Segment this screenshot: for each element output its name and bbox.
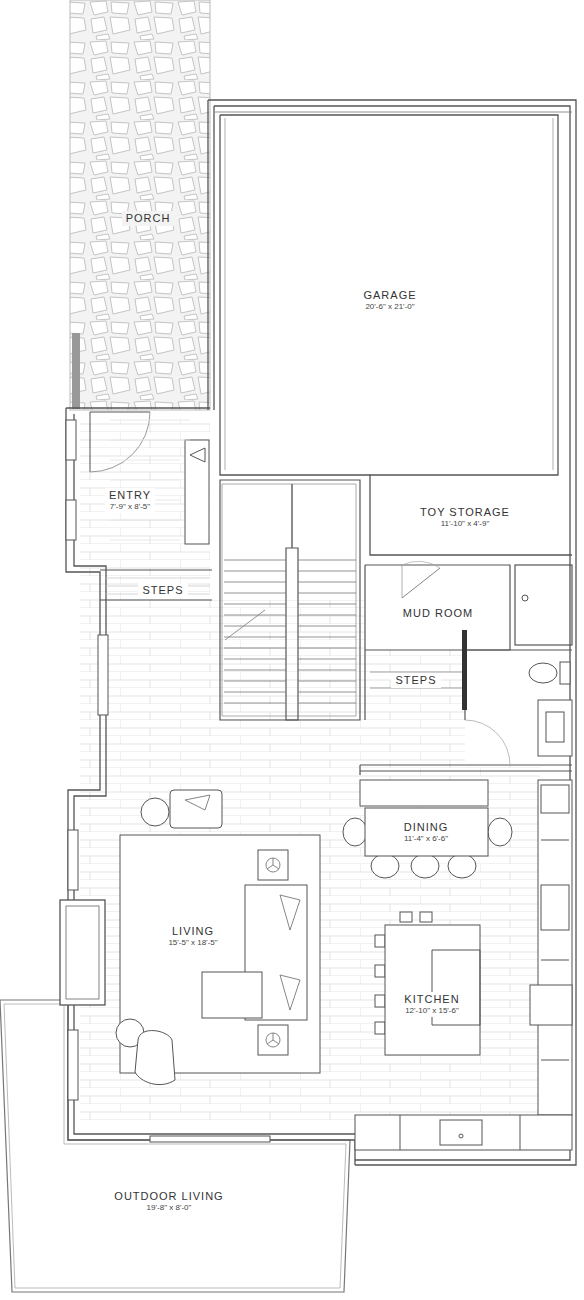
room-name: DINING: [404, 821, 449, 834]
stair-tread: [224, 571, 286, 572]
stair-tread: [298, 670, 356, 671]
stair-tread: [298, 560, 356, 561]
room-label: STEPS: [138, 583, 187, 598]
stair-tread: [224, 637, 286, 638]
room-dimensions: 12'-10" x 15'-6": [404, 1006, 459, 1016]
room-name: TOY STORAGE: [420, 506, 510, 519]
room-dimensions: 11'-10" x 4'-9": [420, 519, 510, 529]
room-label: LIVING15'-5" x 18'-5": [164, 924, 221, 949]
stair-tread: [298, 648, 356, 649]
stair-tread: [298, 582, 356, 583]
room-dimensions: 19'-8" x 8'-0": [114, 1203, 223, 1213]
stair-tread: [298, 659, 356, 660]
room-name: MUD ROOM: [403, 607, 473, 620]
room-name: STEPS: [395, 674, 436, 687]
stair-tread: [224, 681, 286, 682]
room-dimensions: 20'-6" x 21'-0": [363, 302, 416, 312]
room-name: GARAGE: [363, 289, 416, 302]
stair-tread: [224, 615, 286, 616]
stair-tread: [224, 560, 286, 561]
stair-tread: [298, 692, 356, 693]
room-name: ENTRY: [109, 489, 151, 502]
room-label: DINING11'-4" x 6'-6": [400, 820, 453, 845]
room-name: STEPS: [142, 584, 183, 597]
stair-tread: [298, 593, 356, 594]
room-dimensions: 11'-4" x 6'-6": [404, 834, 449, 844]
stair-tread: [224, 626, 286, 627]
stair-tread: [224, 703, 286, 704]
room-name: PORCH: [126, 212, 171, 225]
stair-tread: [298, 604, 356, 605]
room-label: STEPS: [391, 673, 440, 688]
room-label: ENTRY7'-9" x 8'-5": [105, 488, 155, 513]
stair-tread: [224, 670, 286, 671]
room-dimensions: 15'-5" x 18'-5": [168, 938, 217, 948]
stair-tread: [298, 637, 356, 638]
room-name: LIVING: [168, 925, 217, 938]
stair-tread: [224, 582, 286, 583]
stair-tread: [298, 571, 356, 572]
stair-tread: [224, 692, 286, 693]
room-label: OUTDOOR LIVING19'-8" x 8'-0": [110, 1189, 227, 1214]
stair-tread: [298, 681, 356, 682]
room-name: KITCHEN: [404, 993, 459, 1006]
room-label: MUD ROOM: [399, 606, 477, 621]
stair-tread: [298, 703, 356, 704]
room-label: PORCH: [122, 211, 175, 226]
stair-tread: [298, 626, 356, 627]
stair-tread: [224, 593, 286, 594]
stair-tread: [224, 659, 286, 660]
room-label: KITCHEN12'-10" x 15'-6": [400, 992, 463, 1017]
room-dimensions: 7'-9" x 8'-5": [109, 502, 151, 512]
room-label: GARAGE20'-6" x 21'-0": [359, 288, 420, 313]
stair-tread: [224, 604, 286, 605]
room-label: TOY STORAGE11'-10" x 4'-9": [416, 505, 514, 530]
room-name: OUTDOOR LIVING: [114, 1190, 223, 1203]
stair-tread: [298, 615, 356, 616]
stair-tread: [292, 484, 293, 548]
stair-tread: [224, 648, 286, 649]
